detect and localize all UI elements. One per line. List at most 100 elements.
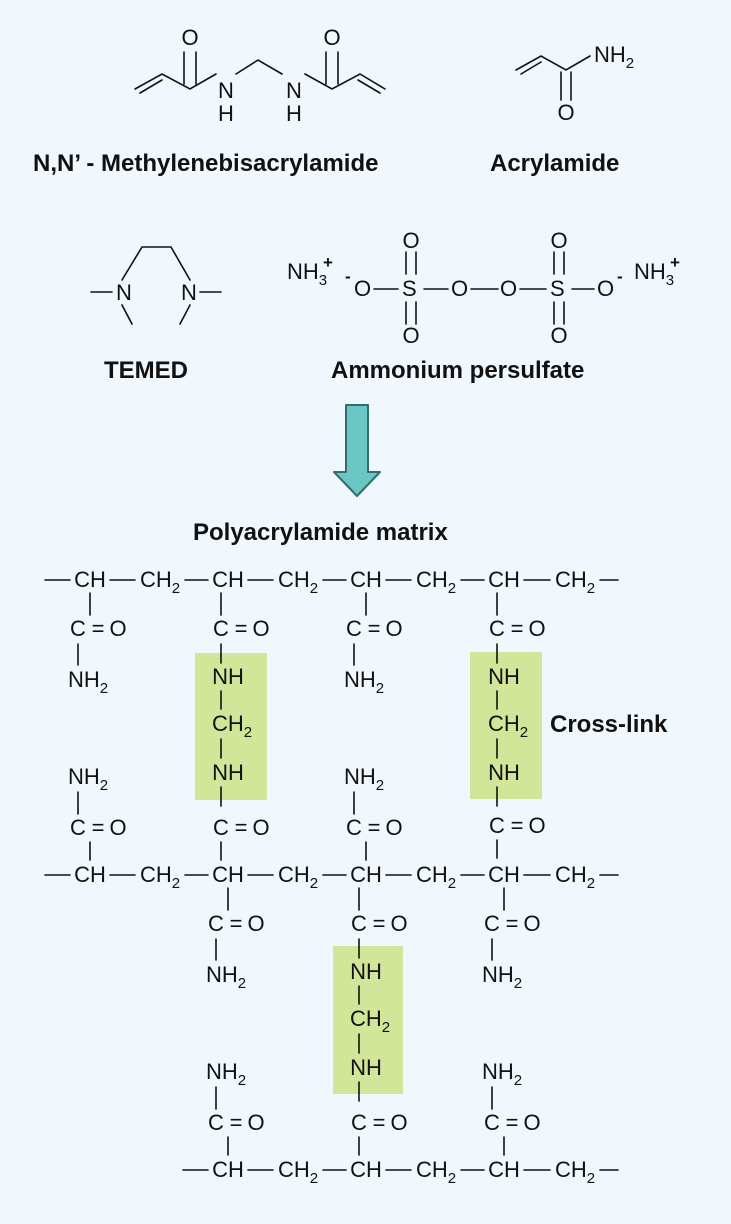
- positive-charge: +: [323, 253, 333, 272]
- ch-group: CH: [212, 862, 244, 887]
- ammonium-ion: NH3: [287, 259, 327, 289]
- atom-oxygen: O: [557, 100, 574, 125]
- ch2-group: CH2: [212, 711, 252, 741]
- negative-charge: -: [345, 267, 351, 286]
- ch-group: CH: [212, 1157, 244, 1182]
- carbonyl-carbon: C: [213, 815, 229, 840]
- acrylamide-structure: NH2 O: [515, 42, 634, 125]
- temed-structure: N N: [90, 246, 222, 325]
- ch2-group: CH2: [350, 1006, 390, 1036]
- ch2-group: CH2: [140, 567, 180, 597]
- double-bond-sign: =: [511, 616, 524, 641]
- atom-sulfur: S: [402, 276, 417, 301]
- amine-group: NH2: [344, 764, 384, 794]
- crosslink-highlight: [470, 652, 542, 799]
- atom-oxygen: O: [181, 25, 198, 50]
- ch2-group: CH2: [278, 1157, 318, 1187]
- double-bond-sign: =: [506, 911, 519, 936]
- ch2-group: CH2: [416, 1157, 456, 1187]
- atom-oxygen: O: [323, 25, 340, 50]
- ch-group: CH: [488, 567, 520, 592]
- carbonyl-carbon: C: [213, 616, 229, 641]
- ch2-group: CH2: [416, 567, 456, 597]
- ch2-group: CH2: [555, 567, 595, 597]
- carbonyl-oxygen: O: [390, 911, 407, 936]
- amine-group: NH2: [344, 667, 384, 697]
- ch2-group: CH2: [416, 862, 456, 892]
- atom-oxygen: O: [500, 276, 517, 301]
- carbonyl-carbon: C: [70, 815, 86, 840]
- atom-hydrogen: H: [218, 101, 234, 126]
- amine-group: NH2: [482, 1059, 522, 1089]
- carbonyl-oxygen: O: [247, 1110, 264, 1135]
- double-bond-sign: =: [368, 616, 381, 641]
- atom-oxygen: O: [402, 228, 419, 253]
- atom-oxygen: O: [550, 228, 567, 253]
- amine-group: NH2: [206, 1059, 246, 1089]
- atom-oxygen: O: [354, 276, 371, 301]
- ch-group: CH: [350, 862, 382, 887]
- carbonyl-carbon: C: [346, 815, 362, 840]
- double-bond-sign: =: [230, 911, 243, 936]
- carbonyl-carbon: C: [351, 1110, 367, 1135]
- nh-group: NH: [212, 760, 244, 785]
- ch-group: CH: [74, 567, 106, 592]
- ch-group: CH: [488, 1157, 520, 1182]
- carbonyl-oxygen: O: [252, 815, 269, 840]
- carbonyl-oxygen: O: [528, 813, 545, 838]
- atom-nitrogen: N: [181, 280, 197, 305]
- amine-group: NH2: [206, 962, 246, 992]
- carbonyl-oxygen: O: [385, 616, 402, 641]
- double-bond-sign: =: [235, 815, 248, 840]
- ch-group: CH: [488, 862, 520, 887]
- positive-charge: +: [670, 253, 680, 272]
- ch2-group: CH2: [555, 862, 595, 892]
- double-bond-sign: =: [511, 813, 524, 838]
- amine-group: NH2: [482, 962, 522, 992]
- ch2-group: CH2: [555, 1157, 595, 1187]
- carbonyl-carbon: C: [208, 911, 224, 936]
- atom-oxygen: O: [451, 276, 468, 301]
- nh-group: NH: [488, 760, 520, 785]
- ch2-group: CH2: [278, 567, 318, 597]
- carbonyl-oxygen: O: [523, 1110, 540, 1135]
- crosslink-highlight: [333, 946, 403, 1094]
- carbonyl-oxygen: O: [247, 911, 264, 936]
- double-bond-sign: =: [368, 815, 381, 840]
- carbonyl-carbon: C: [351, 911, 367, 936]
- carbonyl-carbon: C: [208, 1110, 224, 1135]
- carbonyl-carbon: C: [484, 1110, 500, 1135]
- label-cross-link: Cross-link: [550, 711, 668, 738]
- carbonyl-oxygen: O: [252, 616, 269, 641]
- nh-group: NH: [350, 959, 382, 984]
- atom-oxygen: O: [597, 276, 614, 301]
- atom-oxygen: O: [402, 323, 419, 348]
- carbonyl-carbon: C: [346, 616, 362, 641]
- ch2-group: CH2: [488, 711, 528, 741]
- carbonyl-oxygen: O: [385, 815, 402, 840]
- double-bond-sign: =: [373, 1110, 386, 1135]
- ch-group: CH: [350, 1157, 382, 1182]
- carbonyl-carbon: C: [484, 911, 500, 936]
- ch-group: CH: [212, 567, 244, 592]
- ch2-group: CH2: [140, 862, 180, 892]
- negative-charge: -: [617, 267, 623, 286]
- double-bond-sign: =: [235, 616, 248, 641]
- carbonyl-carbon: C: [489, 616, 505, 641]
- reaction-arrow: [333, 404, 381, 497]
- label-ammonium-persulfate: Ammonium persulfate: [331, 357, 584, 384]
- amine-group: NH2: [68, 764, 108, 794]
- label-methylenebisacrylamide: N,N’ - Methylenebisacrylamide: [33, 150, 378, 177]
- atom-nitrogen: N: [286, 78, 302, 103]
- atom-nitrogen: N: [116, 280, 132, 305]
- carbonyl-oxygen: O: [109, 616, 126, 641]
- carbonyl-oxygen: O: [528, 616, 545, 641]
- crosslink-highlight: [195, 653, 267, 800]
- nh-group: NH: [212, 664, 244, 689]
- carbonyl-carbon: C: [489, 813, 505, 838]
- double-bond-sign: =: [373, 911, 386, 936]
- ch-group: CH: [350, 567, 382, 592]
